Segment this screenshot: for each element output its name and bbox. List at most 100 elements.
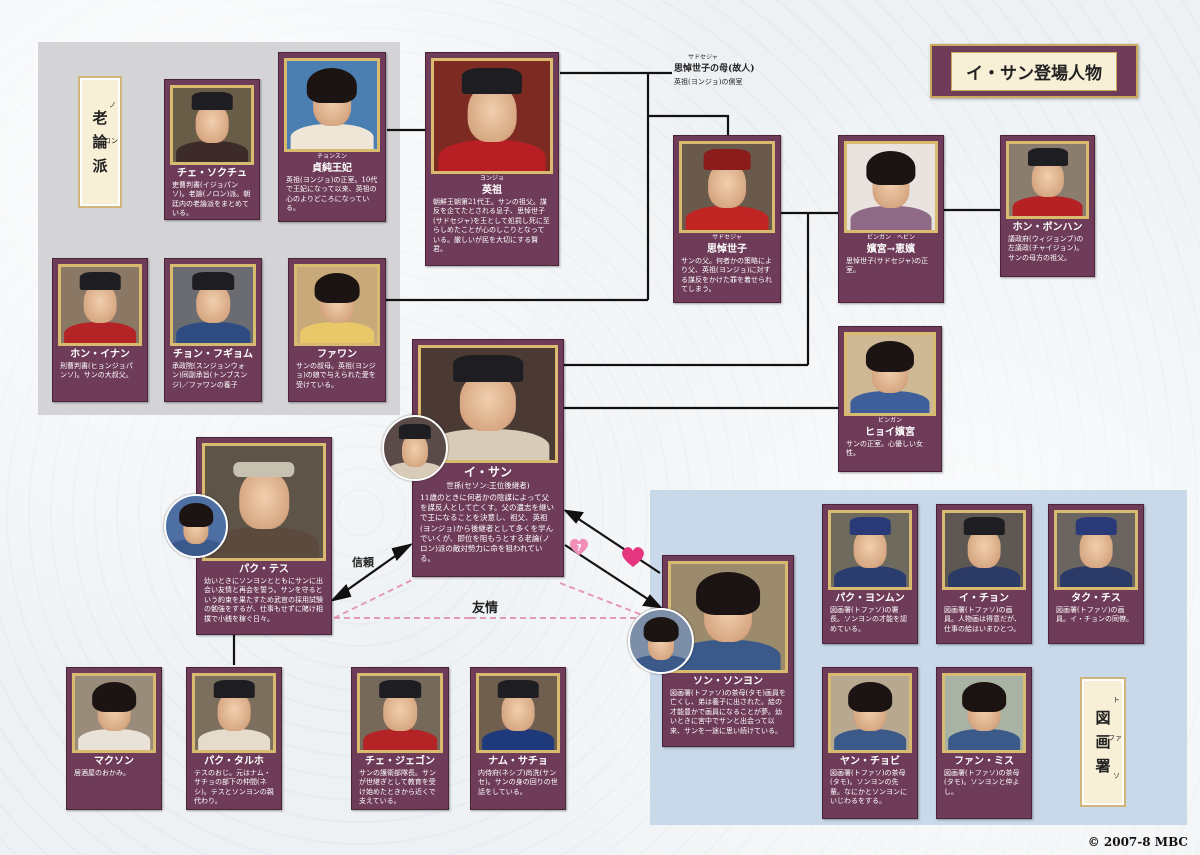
noron-title-char-2: 論: [92, 133, 108, 151]
svg-text:?: ?: [576, 542, 581, 553]
desc-choe-sokchu: 吏曹判書(イジョパンソ)。老論(ノロン)派。朝廷内の老論派をまとめている。: [172, 181, 251, 218]
desc-choe-jegon: サンの護衛部隊長。サンが世継ぎとして教育を受け始めたときから近くで支えている。: [359, 769, 436, 806]
desc-maksun: 居酒屋のおかみ。: [74, 769, 130, 777]
portrait-park-talho: [192, 673, 276, 753]
ruby-yeongjo: ヨンジョ: [479, 175, 504, 182]
card-tak-chisu: タク・チス 図画署(トファソ)の画員。イ・チョンの同僚。: [1048, 504, 1144, 644]
card-park-talho: パク・タルホ テスのおじ。元はナム・サチョの部下の仲間(ネシ)。テスとソンヨンの…: [186, 667, 282, 810]
name-hong-inan: ホン・イナン: [70, 349, 130, 360]
name-hwang-misu: ファン・ミス: [954, 756, 1014, 767]
friendship-label: 友情: [472, 601, 499, 616]
portrait-maksun: [72, 673, 156, 753]
ruby-sado: サドセジャ: [712, 234, 742, 241]
card-hong-inan: ホン・イナン 刑曹判書(ヒョンジョパンソ)。サンの大叔父。: [52, 258, 148, 402]
noron-title: 老 論 派 ノ ロン: [78, 76, 122, 208]
dohwaseo-title: 図 画 署 ト ファ ソ: [1080, 677, 1126, 807]
card-yang-chobi: ヤン・チョビ 図画署(トファソ)の茶母(タモ)。ソンヨンの先輩。なにかとソンヨン…: [822, 667, 918, 819]
noron-title-char-3: 派: [92, 157, 108, 175]
name-yeongjo: 英祖: [482, 185, 502, 196]
page-title: イ・サン登場人物: [951, 51, 1117, 91]
desc-park-talho: テスのおじ。元はナム・サチョの部下の仲間(ネシ)。テスとソンヨンの親代わり。: [194, 769, 274, 806]
desc-hyegyeong: 思悼世子(サドセジャ)の正室。: [846, 257, 929, 275]
dohwaseo-ruby-bot: ソ: [1113, 772, 1120, 780]
portrait-nam-sacho: [476, 673, 560, 753]
portrait-i-cheong: [942, 510, 1026, 590]
portrait-tak-chisu: [1054, 510, 1138, 590]
mother-note-ruby: サドセジャ: [688, 54, 718, 61]
copyright: © 2007-8 MBC: [1087, 835, 1188, 849]
card-hyoui: ビンガン ヒョイ嬪宮 サンの正室。心優しい女性。: [838, 326, 942, 472]
name-nam-sacho: ナム・サチョ: [488, 756, 548, 767]
portrait-park-yongmun: [828, 510, 912, 590]
noron-ruby-mid: ロン: [104, 137, 118, 145]
card-choe-sokchu: チェ・ソクチュ 吏曹判書(イジョパンソ)。老論(ノロン)派。朝廷内の老論派をまと…: [164, 79, 260, 220]
noron-title-char-1: 老: [92, 109, 108, 127]
isan-child-portrait: [382, 415, 448, 481]
name-maksun: マクソン: [94, 756, 134, 767]
desc-tak-chisu: 図画署(トファソ)の画員。イ・チョンの同僚。: [1056, 606, 1133, 624]
card-nam-sacho: ナム・サチョ 内侍府(ネシブ)尚洗(サンセ)。サンの身の回りの世話をしている。: [470, 667, 566, 810]
portrait-hong-inan: [58, 264, 142, 346]
portrait-yang-chobi: [828, 673, 912, 753]
desc-isan: 11歳のときに何者かの陰謀によって父を謀反人として亡くす。父の遺志を継いで王にな…: [420, 493, 555, 563]
desc-hong-bongham: 議政府(ウィジョンブ)の左議政(チャイジョン)。サンの母方の祖父。: [1008, 235, 1084, 262]
name-hong-bongham: ホン・ボンハン: [1012, 222, 1083, 233]
card-hwawan: ファワン サンの叔母。英祖(ヨンジョ)の娘で与えられた愛を受けている。: [288, 258, 386, 402]
ruby-jeongsun: チョンスン: [317, 153, 347, 160]
trust-label: 信頼: [352, 556, 374, 569]
name-choe-jegon: チェ・ジェゴン: [365, 756, 435, 767]
dohwaseo-ruby-mid: ファ: [1108, 734, 1122, 742]
sub-isan: 世孫(セソン:王位後継者): [446, 481, 530, 491]
dohwaseo-title-char-1: 図: [1095, 709, 1111, 727]
card-maksun: マクソン 居酒屋のおかみ。: [66, 667, 162, 810]
portrait-hwawan: [294, 264, 380, 346]
name-hwawan: ファワン: [317, 349, 357, 360]
portrait-choe-sokchu: [170, 85, 254, 165]
portrait-hwang-misu: [942, 673, 1026, 753]
name-jeongsun: 貞純王妃: [312, 163, 352, 174]
card-i-cheong: イ・チョン 図画署(トファソ)の画員。人物画は得意だが、仕事の絵はいまひとつ。: [936, 504, 1032, 644]
desc-hwawan: サンの叔母。英祖(ヨンジョ)の娘で与えられた愛を受けている。: [296, 362, 376, 389]
mother-note-sub: 英祖(ヨンジョ)の側室: [674, 78, 743, 86]
dohwaseo-title-char-3: 署: [1095, 757, 1111, 775]
desc-i-cheong: 図画署(トファソ)の画員。人物画は得意だが、仕事の絵はいまひとつ。: [944, 606, 1021, 633]
card-jeongsun: チョンスン 貞純王妃 英祖(ヨンジョ)の正室。10代で王妃になって以来、英祖の心…: [278, 52, 386, 222]
card-hyegyeong: ビンガン ヘビン 嬪宮→恵嬪 思悼世子(サドセジャ)の正室。: [838, 135, 944, 303]
question-heart-icon: ?: [569, 538, 589, 556]
portrait-park-taesu: [202, 443, 326, 561]
dohwaseo-ruby-top: ト: [1113, 696, 1120, 704]
name-hyoui: ヒョイ嬪宮: [865, 427, 915, 438]
mother-note: サドセジャ 思悼世子の母(故人) 英祖(ヨンジョ)の側室: [674, 52, 784, 87]
name-choe-sokchu: チェ・ソクチュ: [177, 168, 247, 179]
desc-yeongjo: 朝鮮王朝第21代王。サンの祖父。謀反を企てたとされる息子、思悼世子(サドセジャ)…: [433, 198, 550, 254]
desc-sado: サンの父。何者かの策略により父、英祖(ヨンジョ)に対する謀反をかけた罪を着せられ…: [681, 257, 772, 294]
name-jeong-hugyeom: チョン・フギョム: [173, 349, 253, 360]
desc-hong-inan: 刑曹判書(ヒョンジョパンソ)。サンの大叔父。: [60, 362, 133, 380]
name-isan: イ・サン: [463, 465, 512, 479]
ruby-hyegyeong: ビンガン ヘビン: [866, 234, 915, 241]
name-sado: 思悼世子: [707, 244, 747, 255]
heart-icon: [622, 547, 644, 567]
name-song-yeon: ソン・ソンヨン: [693, 676, 763, 687]
main-title-box: イ・サン登場人物: [930, 44, 1138, 98]
portrait-yeongjo: [431, 58, 553, 174]
noron-ruby-top: ノ: [109, 101, 116, 109]
name-yang-chobi: ヤン・チョビ: [840, 756, 900, 767]
name-i-cheong: イ・チョン: [959, 593, 1009, 604]
card-hong-bongham: ホン・ボンハン 議政府(ウィジョンブ)の左議政(チャイジョン)。サンの母方の祖父…: [1000, 135, 1095, 277]
card-park-yongmun: パク・ヨンムン 図画署(トファソ)の署長。ソンヨンの才能を認めている。: [822, 504, 918, 644]
taesu-child-portrait: [164, 494, 228, 558]
name-tak-chisu: タク・チス: [1071, 593, 1121, 604]
card-sado: サドセジャ 思悼世子 サンの父。何者かの策略により父、英祖(ヨンジョ)に対する謀…: [673, 135, 781, 303]
desc-nam-sacho: 内侍府(ネシブ)尚洗(サンセ)。サンの身の回りの世話をしている。: [478, 769, 558, 796]
name-park-taesu: パク・テス: [239, 564, 289, 575]
portrait-jeong-hugyeom: [170, 264, 256, 346]
desc-jeong-hugyeom: 承政院(スンジョンウォン)同副承旨(トンブスンジ)／ファワンの養子: [172, 362, 248, 389]
ruby-hyoui: ビンガン: [877, 417, 902, 424]
card-jeong-hugyeom: チョン・フギョム 承政院(スンジョンウォン)同副承旨(トンブスンジ)／ファワンの…: [164, 258, 262, 402]
portrait-hyegyeong: [844, 141, 938, 233]
card-choe-jegon: チェ・ジェゴン サンの護衛部隊長。サンが世継ぎとして教育を受け始めたときから近く…: [351, 667, 449, 810]
card-yeongjo: ヨンジョ 英祖 朝鮮王朝第21代王。サンの祖父。謀反を企てたとされる息子、思悼世…: [425, 52, 559, 266]
dohwaseo-title-char-2: 画: [1095, 733, 1111, 751]
